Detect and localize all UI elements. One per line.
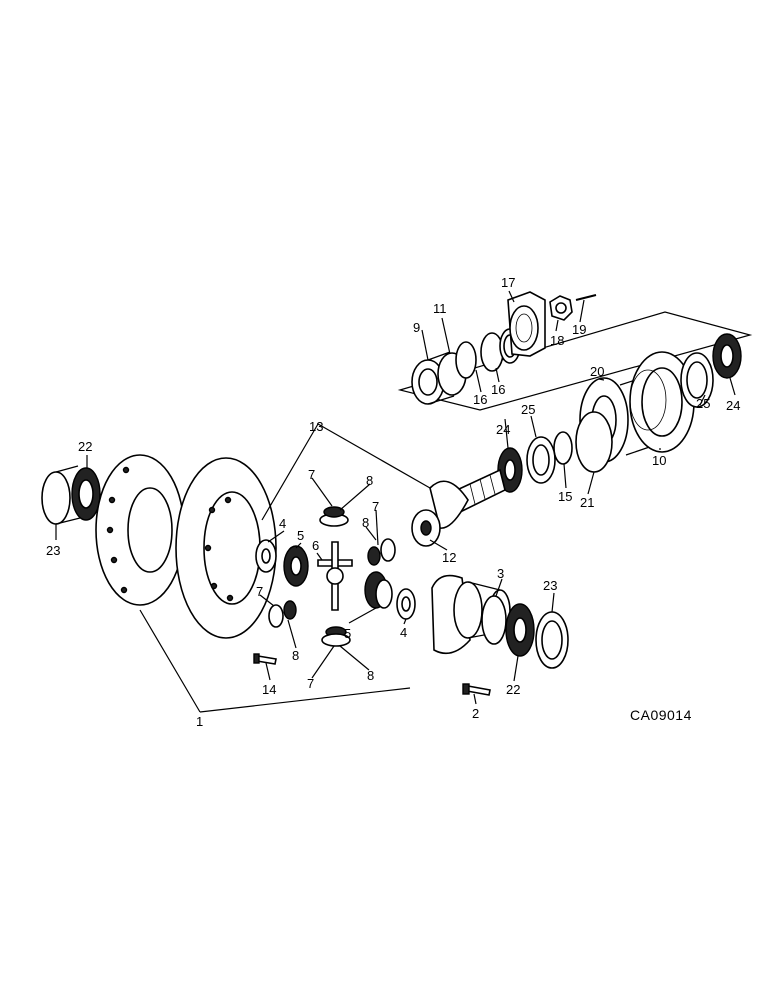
callout-6: 6 xyxy=(312,538,319,553)
part-6-spider xyxy=(317,541,353,611)
part-17-bearing-housing xyxy=(507,291,546,357)
part-5-side-gear-left xyxy=(283,545,309,587)
callout-11: 11 xyxy=(433,301,447,316)
callout-16-left: 16 xyxy=(473,392,487,407)
callout-4-right: 4 xyxy=(400,625,407,640)
callout-3: 3 xyxy=(497,566,504,581)
part-7-8-pinion-right xyxy=(367,538,396,566)
part-24-bearing-cone-left xyxy=(497,447,523,493)
part-19-cotter-pin xyxy=(575,294,597,301)
callout-21: 21 xyxy=(580,495,594,510)
part-22-bearing-cone-left xyxy=(71,467,101,521)
part-14-bolt xyxy=(253,653,277,665)
callout-19: 19 xyxy=(572,322,586,337)
callout-22-left: 22 xyxy=(78,439,92,454)
part-22-bearing-cone-right xyxy=(505,603,535,657)
callout-17: 17 xyxy=(501,275,515,290)
part-15-ring xyxy=(553,431,573,465)
part-23-bearing-cup-right xyxy=(535,611,569,669)
callout-25-left: 25 xyxy=(521,402,535,417)
callout-24-left: 24 xyxy=(496,422,510,437)
callout-23-left: 23 xyxy=(46,543,60,558)
part-5-side-gear-right xyxy=(364,571,393,609)
group-13-bracket xyxy=(261,423,431,521)
callout-20: 20 xyxy=(590,364,604,379)
callout-1: 1 xyxy=(196,714,203,729)
part-7-8-pinion-left xyxy=(268,600,297,628)
part-4-thrust-washer-right xyxy=(396,588,416,620)
part-24-bearing-cone-right xyxy=(712,333,742,379)
leader-lines xyxy=(55,290,736,705)
callout-25-right: 25 xyxy=(696,396,710,411)
callout-8-left: 8 xyxy=(292,648,299,663)
callout-9: 9 xyxy=(413,320,420,335)
callout-7-bottom: 7 xyxy=(307,676,314,691)
part-4-thrust-washer-left xyxy=(255,539,277,573)
part-12-bearing xyxy=(411,509,441,547)
callout-23-right: 23 xyxy=(543,578,557,593)
callout-7-left: 7 xyxy=(256,584,263,599)
drawing-code: CA09014 xyxy=(630,707,692,723)
callout-5-left: 5 xyxy=(297,528,304,543)
callout-8-top: 8 xyxy=(366,473,373,488)
callout-15: 15 xyxy=(558,489,572,504)
callout-14: 14 xyxy=(262,682,276,697)
part-7-8-pinion-top xyxy=(319,506,349,527)
part-18-nut xyxy=(549,295,573,321)
part-21-shim xyxy=(575,411,613,473)
callout-18: 18 xyxy=(550,333,564,348)
callout-12: 12 xyxy=(442,550,456,565)
part-2-bolt xyxy=(462,683,491,696)
callout-5-right: 5 xyxy=(344,626,351,641)
inset-outline xyxy=(397,311,753,411)
callout-8-bottom: 8 xyxy=(367,668,374,683)
callout-16-right: 16 xyxy=(491,382,505,397)
callout-labels: 1 2 3 4 4 5 5 6 7 7 7 7 8 8 8 8 9 10 11 … xyxy=(46,275,740,729)
callout-7-top: 7 xyxy=(308,467,315,482)
callout-7-right: 7 xyxy=(372,499,379,514)
callout-24-right: 24 xyxy=(726,398,740,413)
callout-4-left: 4 xyxy=(279,516,286,531)
ring-gear xyxy=(175,457,277,639)
differential-case-flange xyxy=(95,454,185,606)
part-25-bearing-cup-right xyxy=(680,352,714,408)
callout-10: 10 xyxy=(652,453,666,468)
part-23-bearing-cup-left xyxy=(41,465,81,525)
part-25-bearing-cup-left xyxy=(526,436,556,484)
callout-8-right: 8 xyxy=(362,515,369,530)
part-7-8-pinion-bottom xyxy=(321,626,351,647)
callout-13: 13 xyxy=(309,419,323,434)
part-3-shim xyxy=(481,595,507,645)
callout-2: 2 xyxy=(472,706,479,721)
group-1-bracket xyxy=(139,609,411,713)
callout-22-right: 22 xyxy=(506,682,520,697)
pinion-gear-shaft xyxy=(429,468,506,529)
